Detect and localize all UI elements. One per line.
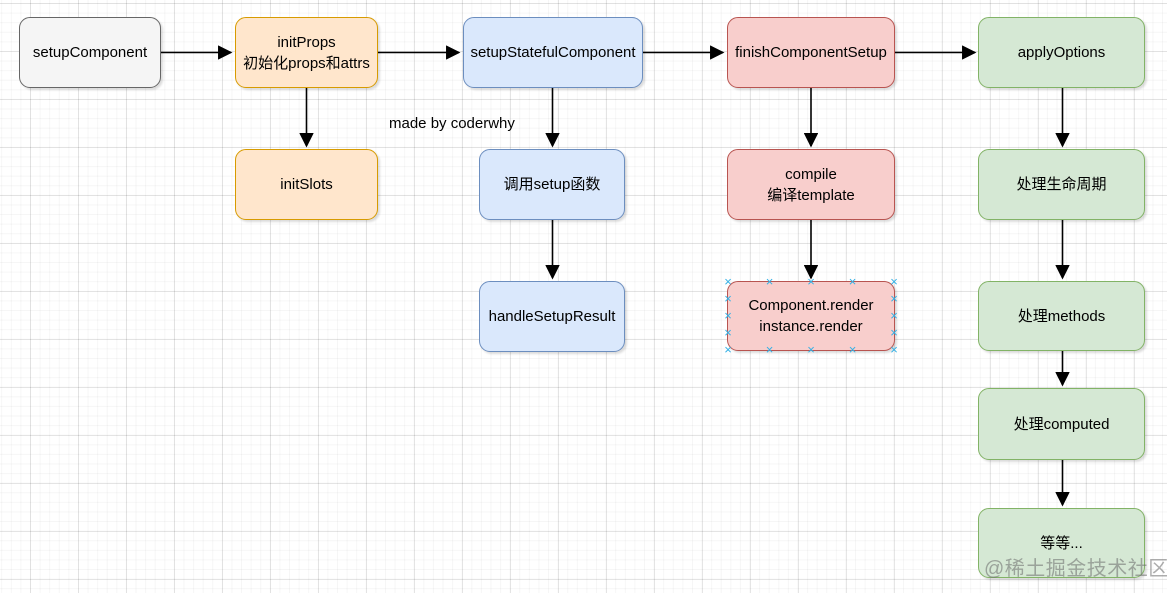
node-label: setupStatefulComponent	[470, 44, 636, 61]
node-label: compile 编译template	[767, 165, 855, 204]
node-init-props[interactable]: initProps 初始化props和attrs	[235, 17, 378, 88]
node-label: initProps 初始化props和attrs	[243, 33, 370, 72]
watermark: @稀土掘金技术社区	[984, 558, 1167, 580]
node-label: 处理生命周期	[1016, 176, 1107, 193]
node-finish-component-setup[interactable]: finishComponentSetup	[727, 17, 895, 88]
node-setup-component[interactable]: setupComponent	[19, 17, 161, 88]
node-etc[interactable]: 等等...	[978, 508, 1145, 578]
author-annotation: made by coderwhy	[389, 115, 515, 132]
connection-point-icon[interactable]: ×	[848, 342, 857, 358]
connection-point-icon[interactable]: ×	[848, 274, 857, 290]
node-computed[interactable]: 处理computed	[978, 388, 1145, 460]
connection-point-icon[interactable]: ×	[807, 342, 815, 358]
connection-point-icon[interactable]: ×	[890, 308, 898, 324]
connection-point-icon[interactable]: ×	[724, 274, 732, 290]
connection-point-icon[interactable]: ×	[890, 291, 898, 307]
connection-point-icon[interactable]: ×	[724, 342, 732, 358]
node-apply-options[interactable]: applyOptions	[978, 17, 1145, 88]
node-label: Component.render instance.render	[748, 297, 874, 335]
node-label: 等等...	[1040, 534, 1083, 552]
node-methods[interactable]: 处理methods	[978, 281, 1145, 351]
connection-point-icon[interactable]: ×	[724, 291, 732, 307]
connection-point-icon[interactable]: ×	[890, 274, 898, 290]
connection-point-icon[interactable]: ×	[765, 342, 774, 358]
connection-point-icon[interactable]: ×	[807, 274, 815, 290]
node-setup-stateful-component[interactable]: setupStatefulComponent	[463, 17, 643, 88]
node-component-render[interactable]: Component.render instance.render × × × ×…	[724, 275, 898, 356]
node-label: initSlots	[280, 176, 333, 193]
connection-point-icon[interactable]: ×	[765, 274, 774, 290]
node-compile[interactable]: compile 编译template	[727, 149, 895, 220]
connection-point-icon[interactable]: ×	[890, 325, 898, 341]
node-label: finishComponentSetup	[735, 44, 887, 61]
node-label: 处理computed	[1013, 415, 1110, 433]
node-handle-setup-result[interactable]: handleSetupResult	[479, 281, 625, 352]
connection-point-icon[interactable]: ×	[890, 342, 898, 358]
node-init-slots[interactable]: initSlots	[235, 149, 378, 220]
node-label: 调用setup函数	[503, 176, 601, 193]
node-label: handleSetupResult	[488, 308, 616, 325]
node-label: setupComponent	[32, 44, 148, 61]
node-label: 处理methods	[1017, 307, 1106, 325]
node-lifecycle[interactable]: 处理生命周期	[978, 149, 1145, 220]
connection-point-icon[interactable]: ×	[724, 325, 732, 341]
connection-point-icon[interactable]: ×	[724, 308, 732, 324]
node-label: applyOptions	[1017, 44, 1106, 61]
node-call-setup[interactable]: 调用setup函数	[479, 149, 625, 220]
